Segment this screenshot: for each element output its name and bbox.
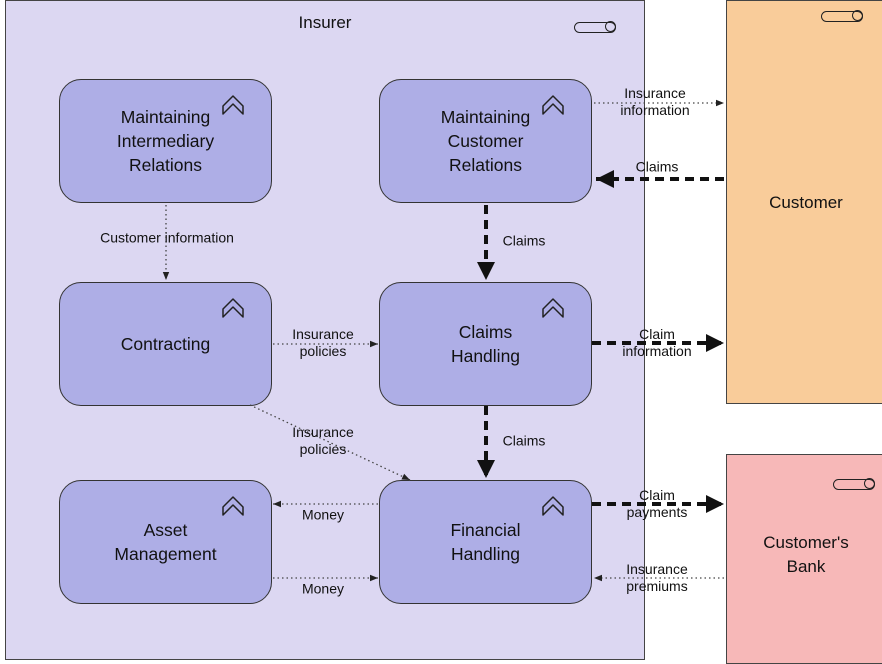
process-label: Maintaining Customer Relations xyxy=(440,107,531,175)
business-role-icon xyxy=(833,478,875,490)
flow-label-claim-payments: Claim payments xyxy=(626,487,688,520)
process-asset-management[interactable]: Asset Management xyxy=(59,480,272,604)
business-role-icon xyxy=(574,21,616,33)
process-label: Contracting xyxy=(120,334,211,354)
process-claims-handling[interactable]: Claims Handling xyxy=(379,282,592,406)
process-label: Claims Handling xyxy=(450,322,521,366)
customer-title: Customer xyxy=(769,193,843,212)
flow-label-insurance-policies: Insurance policies xyxy=(292,326,354,359)
customers-bank-role-box: Customer's Bank xyxy=(726,454,882,664)
flow-label-insurance-policies: Insurance policies xyxy=(292,424,354,457)
process-label: Asset Management xyxy=(114,520,217,564)
flow-label-money: Money xyxy=(301,580,345,597)
process-chevron-icon xyxy=(222,298,244,318)
process-label: Financial Handling xyxy=(450,520,521,564)
business-role-icon xyxy=(821,10,863,22)
flow-label-claims: Claims xyxy=(635,158,679,175)
process-chevron-icon xyxy=(542,496,564,516)
insurer-title: Insurer xyxy=(298,13,352,32)
customer-role-box: Customer xyxy=(726,0,882,404)
customers-bank-title: Customer's Bank xyxy=(763,533,849,576)
process-financial-handling[interactable]: Financial Handling xyxy=(379,480,592,604)
process-maintaining-customer-relations[interactable]: Maintaining Customer Relations xyxy=(379,79,592,203)
process-chevron-icon xyxy=(222,95,244,115)
flow-label-customer-information: Customer information xyxy=(100,229,234,246)
process-label: Maintaining Intermediary Relations xyxy=(116,107,215,175)
flow-label-claims: Claims xyxy=(502,232,546,249)
flow-label-insurance-premiums: Insurance premiums xyxy=(626,561,688,594)
process-chevron-icon xyxy=(542,298,564,318)
flow-label-money: Money xyxy=(301,506,345,523)
flow-label-claims: Claims xyxy=(502,432,546,449)
process-chevron-icon xyxy=(222,496,244,516)
flow-label-insurance-information: Insurance information xyxy=(620,85,690,118)
process-chevron-icon xyxy=(542,95,564,115)
process-contracting[interactable]: Contracting xyxy=(59,282,272,406)
process-maintaining-intermediary-relations[interactable]: Maintaining Intermediary Relations xyxy=(59,79,272,203)
flow-label-claim-information: Claim information xyxy=(622,326,692,359)
